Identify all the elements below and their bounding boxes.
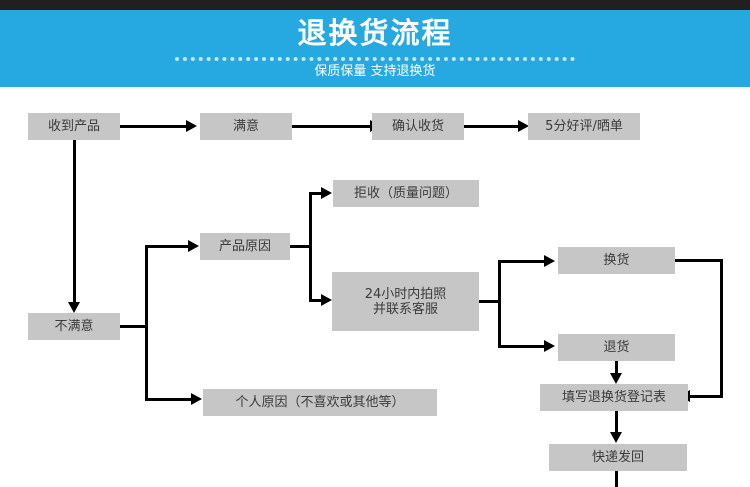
connector-satisfied-confirm — [292, 125, 370, 128]
connector-unsatisfied-stem — [120, 325, 148, 328]
connector-product-photo — [309, 299, 321, 302]
arrowhead-unsatisfied-product — [188, 240, 199, 252]
connector-form-shipback — [615, 411, 618, 433]
node-return: 退货 — [558, 334, 675, 361]
banner-divider — [175, 57, 575, 65]
connector-exchange-loop-vertical — [720, 259, 723, 398]
top-dark-strip — [0, 0, 750, 10]
connector-unsatisfied-personal — [145, 398, 191, 401]
node-photo-contact-service: 24小时内拍照 并联系客服 — [332, 272, 479, 331]
node-reject: 拒收（质量问题） — [333, 180, 479, 207]
connector-product-stem — [290, 245, 312, 248]
arrowhead-return-form — [610, 373, 622, 384]
node-product-reason: 产品原因 — [200, 233, 290, 260]
connector-exchange-right — [675, 259, 723, 262]
connector-junction-return — [498, 345, 544, 348]
connector-photo-junction — [479, 300, 501, 303]
flowchart-canvas: 收到产品 满意 确认收货 5分好评/晒单 不满意 产品原因 拒收（质量问题） 2… — [0, 87, 750, 487]
arrowhead-received-satisfied — [186, 120, 197, 132]
node-confirm-receipt: 确认收货 — [372, 113, 464, 140]
connector-return-form — [615, 361, 618, 375]
arrowhead-product-photo — [321, 294, 332, 306]
node-registration-form: 填写退换货登记表 — [540, 384, 688, 411]
node-exchange: 换货 — [558, 247, 675, 274]
arrowhead-junction-return — [544, 340, 555, 352]
connector-unsatisfied-product — [145, 245, 188, 248]
node-received: 收到产品 — [28, 113, 120, 140]
connector-shipback-next — [615, 471, 618, 487]
page-banner: 退换货流程 保质保量 支持退换货 — [0, 10, 750, 87]
node-review: 5分好评/晒单 — [528, 113, 640, 140]
connector-loop-to-form — [690, 395, 723, 398]
connector-received-unsatisfied — [73, 140, 76, 304]
node-satisfied: 满意 — [200, 113, 292, 140]
connector-unsatisfied-vertical — [145, 245, 148, 401]
node-personal-reason: 个人原因（不喜欢或其他等） — [203, 389, 437, 416]
node-unsatisfied: 不满意 — [28, 313, 120, 340]
node-ship-back: 快递发回 — [549, 444, 687, 471]
page-title: 退换货流程 — [297, 16, 453, 50]
connector-product-vertical — [309, 192, 312, 302]
arrowhead-confirm-review — [518, 120, 529, 132]
page-subtitle: 保质保量 支持退换货 — [314, 64, 436, 79]
connector-confirm-review — [464, 125, 518, 128]
arrowhead-form-shipback — [610, 432, 622, 443]
connector-junction-vertical — [498, 260, 501, 348]
arrowhead-unsatisfied-personal — [191, 393, 202, 405]
arrowhead-junction-exchange — [544, 255, 555, 267]
connector-received-satisfied — [120, 125, 186, 128]
connector-product-reject — [309, 192, 321, 195]
arrowhead-product-reject — [321, 187, 332, 199]
connector-junction-exchange — [498, 260, 544, 263]
arrowhead-received-unsatisfied — [68, 302, 80, 313]
